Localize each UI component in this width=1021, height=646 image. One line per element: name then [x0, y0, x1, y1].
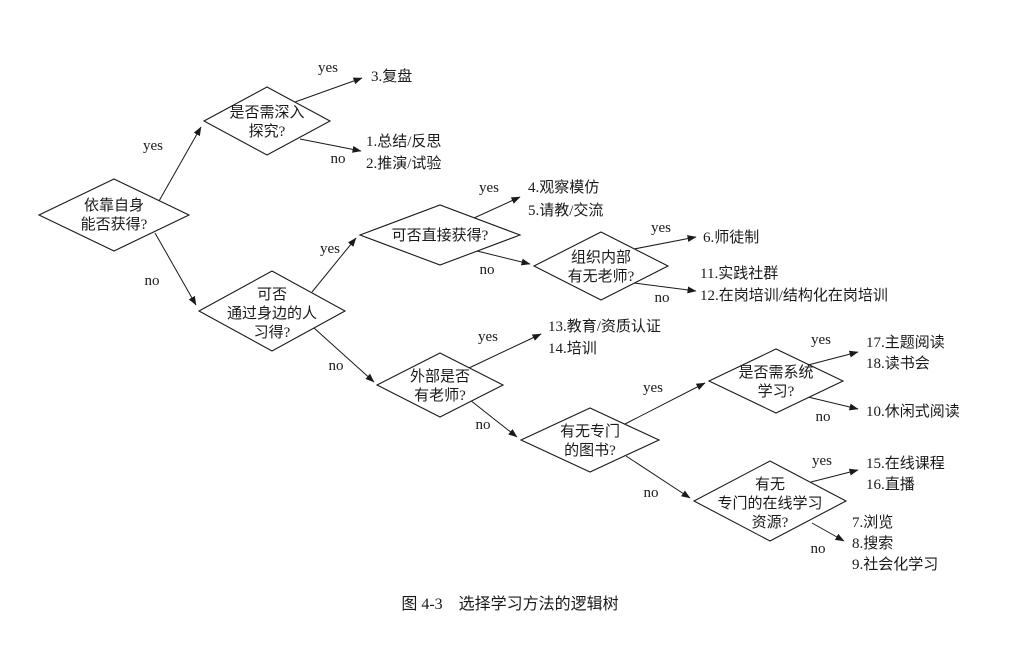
leaf-replay: 3.复盘	[371, 67, 412, 85]
label-direct-yes: yes	[479, 180, 499, 196]
edge-books-no	[625, 455, 691, 499]
decision-special-books-line2: 的图书?	[564, 442, 616, 459]
label-external-yes: yes	[478, 329, 498, 345]
edge-direct-yes	[473, 196, 521, 219]
label-deep-yes: yes	[318, 60, 338, 76]
label-people-yes: yes	[320, 241, 340, 257]
edge-external-yes	[468, 333, 542, 369]
leaf-social-learning: 9.社会化学习	[852, 556, 938, 573]
edge-root-yes	[158, 126, 202, 202]
leaf-book-club: 18.读书会	[866, 355, 930, 372]
decision-people-nearby-line3: 习得?	[254, 324, 291, 341]
decision-special-books-shape	[519, 407, 661, 473]
decision-people-nearby-line2: 通过身边的人	[227, 305, 317, 322]
decision-people-nearby: 可否 通过身边的人 习得?	[197, 270, 347, 352]
label-books-yes: yes	[643, 380, 663, 396]
decision-self-obtain: 依靠自身 能否获得?	[37, 178, 191, 252]
decision-external-teacher: 外部是否 有老师?	[375, 352, 505, 418]
leaf-community: 11.实践社群	[700, 265, 778, 282]
decision-direct-obtain-line1: 可否直接获得?	[392, 227, 489, 244]
leaf-leisure-reading: 10.休闲式阅读	[866, 403, 960, 420]
leaf-online-course: 15.在线课程	[866, 455, 945, 472]
decision-systematic-study-line1: 是否需系统	[738, 364, 813, 381]
edge-online-yes	[810, 468, 859, 483]
leaf-live-stream: 16.直播	[866, 476, 915, 493]
figure-caption: 图 4-3 选择学习方法的逻辑树	[401, 595, 618, 613]
leaf-mentorship: 6.师徒制	[703, 229, 759, 246]
edge-people-no	[313, 327, 375, 383]
leaf-thematic-reading: 17.主题阅读	[866, 334, 945, 351]
leaf-ojt: 12.在岗培训/结构化在岗培训	[700, 287, 888, 304]
label-online-no: no	[811, 541, 826, 557]
decision-online-resources: 有无 专门的在线学习 资源?	[692, 460, 848, 542]
leaf-search: 8.搜索	[852, 535, 893, 552]
label-books-no: no	[644, 485, 659, 501]
edge-systematic-yes	[807, 350, 859, 366]
decision-self-obtain-line2: 能否获得?	[81, 216, 148, 233]
decision-nodes: 依靠自身 能否获得? 是否需深入 探究? 可否 通过身边的人 习得? 可否直接获…	[37, 86, 848, 542]
edge-systematic-no	[807, 396, 859, 411]
label-systematic-no: no	[816, 409, 831, 425]
decision-deep-explore-line1: 是否需深入	[229, 104, 304, 121]
decision-online-resources-line3: 资源?	[752, 514, 789, 531]
label-people-no: no	[329, 358, 344, 374]
edge-deep-no	[299, 138, 362, 153]
decision-people-nearby-shape	[197, 270, 347, 352]
decision-self-obtain-line1: 依靠自身	[84, 197, 144, 214]
label-online-yes: yes	[812, 453, 832, 469]
label-external-no: no	[476, 417, 491, 433]
edges	[154, 77, 859, 542]
label-org-no: no	[655, 290, 670, 306]
leaf-deduction: 2.推演/试验	[366, 155, 441, 172]
label-org-yes: yes	[651, 220, 671, 236]
label-systematic-yes: yes	[811, 332, 831, 348]
decision-org-teacher-line1: 组织内部	[571, 249, 631, 266]
decision-special-books: 有无专门 的图书?	[519, 407, 661, 473]
decision-special-books-line1: 有无专门	[560, 423, 620, 440]
label-root-yes: yes	[143, 138, 163, 154]
edge-org-no	[633, 282, 697, 294]
decision-online-resources-line2: 专门的在线学习	[717, 495, 822, 512]
edge-direct-no	[476, 250, 531, 266]
decision-people-nearby-line1: 可否	[257, 287, 287, 303]
label-deep-no: no	[331, 151, 346, 167]
leaf-summary: 1.总结/反思	[366, 133, 441, 150]
edge-books-yes	[624, 382, 706, 425]
decision-external-teacher-shape	[375, 352, 505, 418]
leaf-browse: 7.浏览	[852, 514, 893, 531]
edge-labels: yes no yes no yes no yes no yes no yes n…	[143, 60, 832, 557]
leaf-outcomes: 3.复盘 1.总结/反思 2.推演/试验 4.观察模仿 5.请教/交流 6.师徒…	[366, 67, 960, 573]
decision-systematic-study-line2: 学习?	[758, 383, 795, 400]
decision-deep-explore-shape	[202, 86, 332, 156]
edge-online-no	[811, 522, 845, 542]
decision-systematic-study: 是否需系统 学习?	[707, 348, 845, 414]
decision-systematic-study-shape	[707, 348, 845, 414]
decision-org-teacher-line2: 有无老师?	[568, 268, 635, 285]
leaf-training: 14.培训	[548, 340, 597, 357]
edge-people-yes	[311, 237, 357, 293]
edge-deep-yes	[294, 77, 363, 103]
edge-org-yes	[633, 235, 697, 250]
decision-direct-obtain: 可否直接获得?	[358, 204, 522, 266]
decision-external-teacher-line1: 外部是否	[410, 368, 470, 385]
decision-deep-explore: 是否需深入 探究?	[202, 86, 332, 156]
leaf-observe: 4.观察模仿	[528, 178, 599, 196]
label-root-no: no	[145, 273, 160, 289]
leaf-education: 13.教育/资质认证	[548, 318, 661, 335]
decision-org-teacher: 组织内部 有无老师?	[532, 231, 670, 301]
decision-deep-explore-line2: 探究?	[249, 123, 286, 140]
decision-org-teacher-shape	[532, 231, 670, 301]
decision-direct-obtain-shape	[358, 204, 522, 266]
decision-online-resources-line1: 有无	[755, 476, 785, 493]
decision-online-resources-shape	[692, 460, 848, 542]
decision-self-obtain-shape	[37, 178, 191, 252]
edge-root-no	[154, 232, 197, 306]
label-direct-no: no	[480, 262, 495, 278]
edge-external-no	[469, 399, 518, 438]
decision-external-teacher-line2: 有老师?	[414, 387, 466, 404]
leaf-consult: 5.请教/交流	[528, 201, 603, 219]
